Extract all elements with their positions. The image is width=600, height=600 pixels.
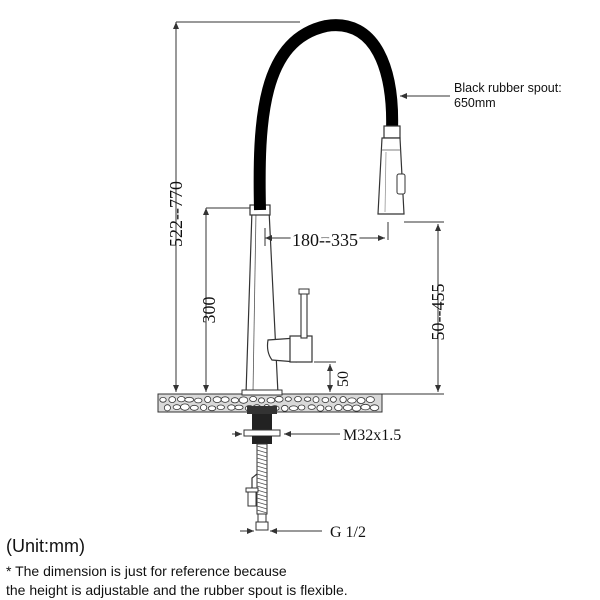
disclaimer-line-1: * The dimension is just for reference be…	[6, 563, 287, 579]
spout-label-line1: Black rubber spout:	[454, 81, 562, 95]
handle-height-label: 50	[335, 371, 352, 387]
rubber-spout	[253, 19, 399, 211]
threaded-shank	[243, 406, 281, 444]
total-height-label: 522--770	[166, 181, 186, 247]
spout-label-line2: 650mm	[454, 96, 496, 110]
spout-connector	[383, 125, 401, 139]
reach-label: 180--335	[292, 230, 358, 250]
faucet-body	[241, 204, 313, 396]
dimension-lines	[173, 21, 450, 534]
body-height-label: 300	[199, 297, 219, 324]
thread-label: M32x1.5	[343, 427, 401, 444]
supply-hoses	[245, 443, 269, 531]
spout-clearance-label: 50--455	[428, 284, 448, 341]
hose-thread-label: G 1/2	[330, 524, 366, 541]
unit-note: (Unit:mm)	[6, 536, 85, 556]
spray-head	[377, 137, 406, 215]
disclaimer-line-2: the height is adjustable and the rubber …	[6, 582, 348, 598]
